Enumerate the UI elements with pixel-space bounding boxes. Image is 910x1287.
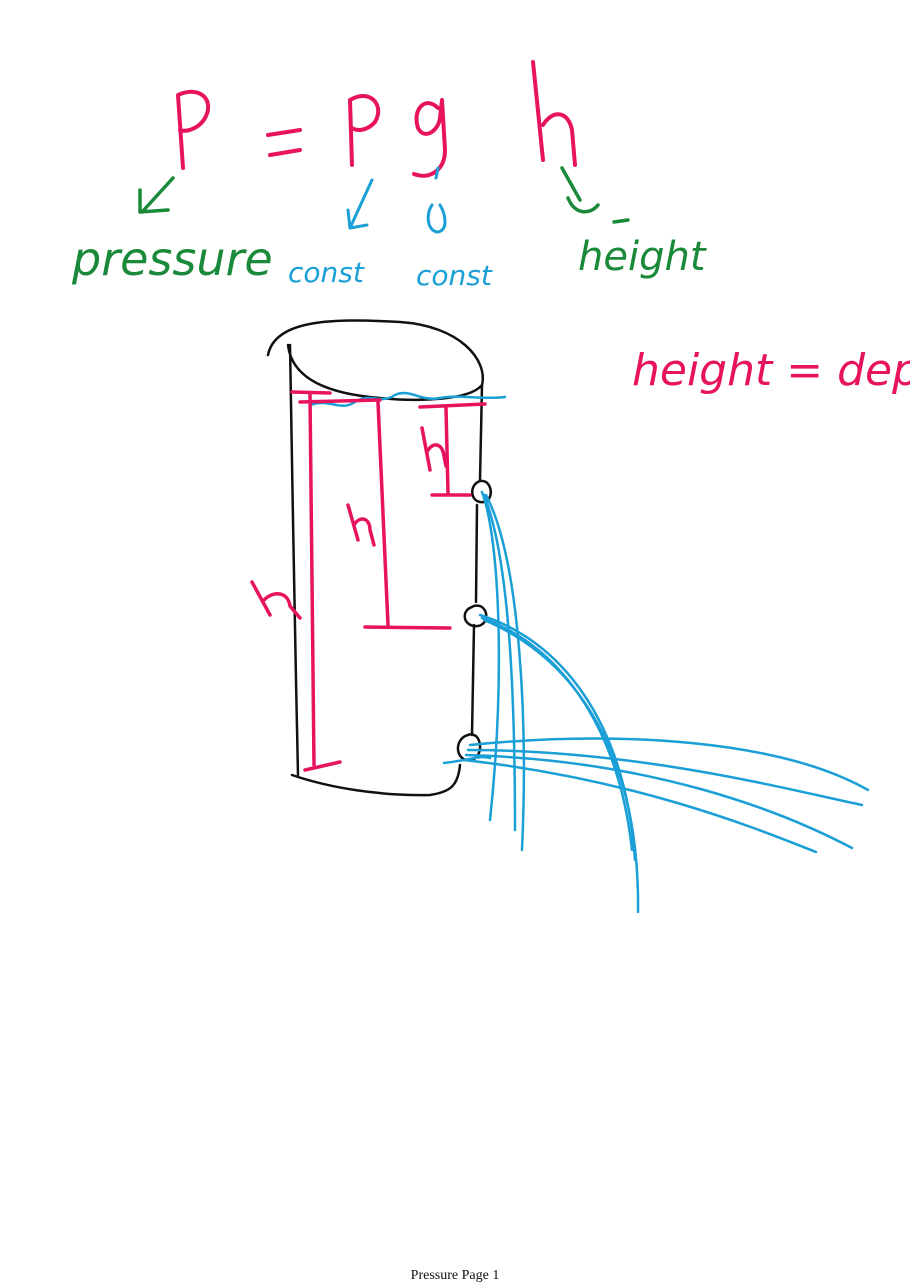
- water-jets: [442, 490, 870, 914]
- cylinder: [266, 319, 493, 797]
- jet-bottom-1: [468, 737, 870, 792]
- formula-g: g: [425, 128, 426, 131]
- rho-arrow: [346, 178, 374, 230]
- formula: [176, 60, 577, 178]
- formula-h-stroke: [531, 60, 577, 167]
- jet-bottom-4: [462, 758, 818, 854]
- marker-middle-depth: [363, 400, 452, 630]
- cylinder-rim: [266, 319, 485, 402]
- h-label-top: [420, 426, 448, 472]
- formula-equals-stroke-1: [266, 128, 302, 137]
- pressure-arrow: [138, 176, 175, 214]
- formula-p-stroke: [176, 89, 211, 170]
- formula-rho-stroke: [348, 93, 381, 167]
- formula-equals: =: [280, 139, 281, 141]
- g-arrow: [426, 166, 447, 234]
- jet-bottom-2: [466, 748, 864, 807]
- water-surface: [308, 391, 507, 407]
- formula-g-stroke: [412, 98, 447, 178]
- jet-bottom-5: [442, 755, 492, 765]
- h-top-text: h: [430, 459, 431, 461]
- cylinder-bottom: [290, 763, 462, 797]
- page-footer: Pressure Page 1: [410, 1268, 500, 1283]
- formula-h: h: [545, 129, 546, 131]
- depth-labels: [250, 426, 448, 620]
- note-height-equals-depth: height = depth: [632, 345, 910, 396]
- label-const-g: const: [416, 259, 493, 292]
- jet-top-2: [482, 493, 517, 832]
- h-label-middle: [346, 503, 376, 547]
- depth-markers: [290, 390, 487, 772]
- hole-top: [471, 479, 493, 504]
- depth-labels-text: h h h: [265, 459, 431, 606]
- cylinder-right-wall: [470, 383, 484, 737]
- surface-line: [290, 390, 382, 404]
- label-const-rho: const: [288, 256, 365, 289]
- marker-top-depth: [418, 402, 487, 497]
- jet-bottom-3: [464, 753, 854, 850]
- formula-equals-stroke-2: [268, 148, 302, 157]
- h-label-bottom: [250, 580, 302, 620]
- jet-middle-2: [480, 616, 634, 852]
- hole-bottom: [456, 733, 482, 762]
- marker-bottom-depth: [303, 393, 342, 772]
- jet-top-3: [484, 493, 526, 852]
- label-pressure: pressure: [71, 232, 273, 286]
- label-height: height: [578, 234, 707, 280]
- h-arrow: [560, 166, 630, 224]
- jet-middle-3: [482, 618, 640, 914]
- cylinder-left-wall: [288, 343, 300, 777]
